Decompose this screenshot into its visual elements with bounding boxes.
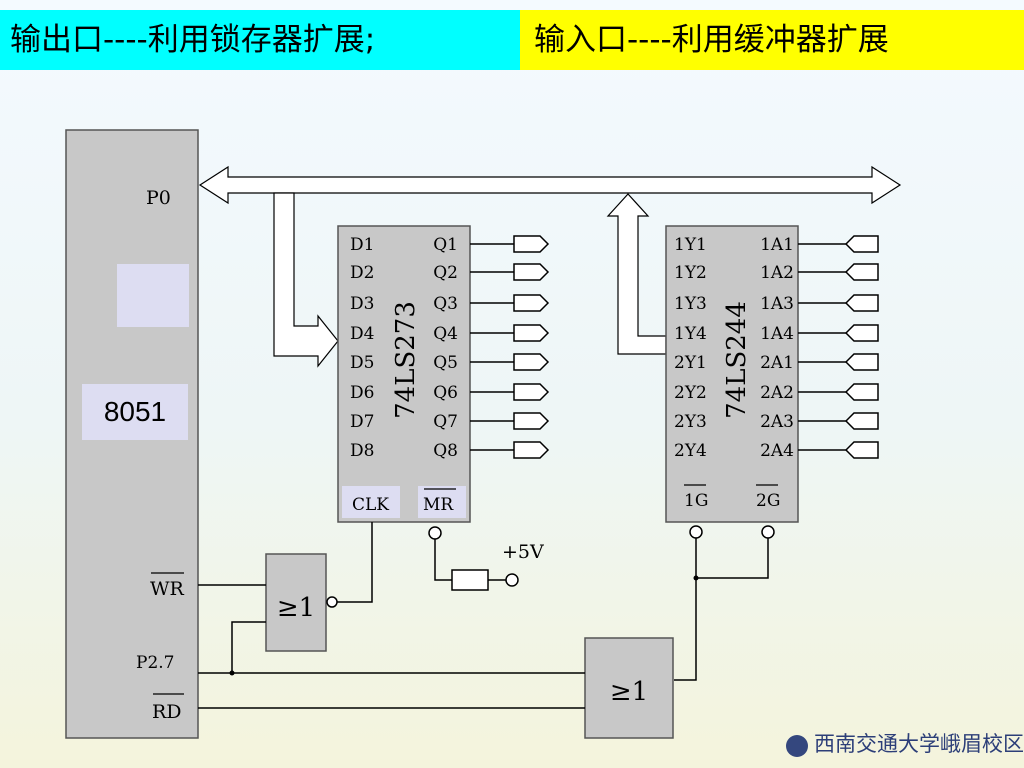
buffer-chip-name: 74LS244 xyxy=(722,301,752,419)
buffer-input-connector xyxy=(844,441,879,459)
footer: 西南交通大学峨眉校区 xyxy=(786,728,1024,758)
buffer-input-connector xyxy=(844,263,879,281)
buffer-input-connector xyxy=(844,235,879,253)
buffer-input-connector xyxy=(844,294,879,312)
cpu-inner-block xyxy=(117,264,189,327)
buffer-input-connector xyxy=(844,324,879,342)
pin-wr: WR xyxy=(150,578,185,600)
or-gate-2-label: ≥1 xyxy=(610,677,648,707)
buffer-pin-2y2: 2Y2 xyxy=(674,383,707,403)
university-emblem-icon xyxy=(786,734,808,757)
or-gate-2 xyxy=(584,637,674,739)
buffer-pin-2y4: 2Y4 xyxy=(674,441,707,461)
buffer-g1: 1G xyxy=(684,491,708,511)
latch-output-connector xyxy=(513,263,550,281)
buffer-pin-2y3: 2Y3 xyxy=(674,412,707,432)
pin-p27: P2.7 xyxy=(136,653,174,673)
latch-pin-q6: Q6 xyxy=(433,383,458,403)
latch-output-connector xyxy=(513,441,550,459)
latch-pin-d6: D6 xyxy=(350,383,374,403)
pin-rd: RD xyxy=(152,701,182,723)
buffer-pin-2a1: 2A1 xyxy=(760,353,794,373)
clk-pin-box xyxy=(342,486,400,518)
latch-pin-q5: Q5 xyxy=(433,353,458,373)
latch-chip-name: 74LS273 xyxy=(391,301,421,419)
latch-output-connector xyxy=(513,412,550,430)
buffer-pin-1y3: 1Y3 xyxy=(674,294,707,314)
buffer-input-connector xyxy=(844,353,879,371)
latch-pin-d7: D7 xyxy=(350,412,374,432)
buffer-input-connector xyxy=(844,412,879,430)
or-gate-1 xyxy=(265,553,327,652)
latch-chip-body xyxy=(337,225,471,523)
buffer-pin-2y1: 2Y1 xyxy=(674,353,707,373)
data-bus-arrow xyxy=(198,165,902,205)
latch-pin-q4: Q4 xyxy=(433,324,458,344)
pullup-resistor xyxy=(451,569,489,591)
latch-pin-d5: D5 xyxy=(350,353,374,373)
cpu-name: 8051 xyxy=(82,384,188,440)
buffer-pin-1y4: 1Y4 xyxy=(674,324,707,344)
latch-pin-q2: Q2 xyxy=(433,263,458,283)
title-input: 输入口----利用缓冲器扩展 xyxy=(520,10,1024,70)
buffer-pin-1y1: 1Y1 xyxy=(674,235,707,255)
latch-mr: MR xyxy=(423,495,454,515)
buffer-pin-2a3: 2A3 xyxy=(760,412,794,432)
latch-pin-q8: Q8 xyxy=(433,441,458,461)
buffer-chip-body xyxy=(665,225,799,523)
latch-pin-d3: D3 xyxy=(350,294,374,314)
buffer-pin-1a3: 1A3 xyxy=(760,294,794,314)
latch-pin-q7: Q7 xyxy=(433,412,458,432)
buffer-pin-1a2: 1A2 xyxy=(760,263,794,283)
bus-branch-from-buffer xyxy=(606,193,667,355)
latch-output-connector xyxy=(513,324,550,342)
latch-output-connector xyxy=(513,383,550,401)
buffer-pin-2a2: 2A2 xyxy=(760,383,794,403)
pin-p0: P0 xyxy=(146,187,171,209)
latch-output-connector xyxy=(513,294,550,312)
buffer-pin-2a4: 2A4 xyxy=(760,441,794,461)
buffer-input-connector xyxy=(844,383,879,401)
buffer-g2: 2G xyxy=(756,491,780,511)
buffer-pin-1a4: 1A4 xyxy=(760,324,794,344)
latch-pin-d2: D2 xyxy=(350,263,374,283)
title-output: 输出口----利用锁存器扩展; xyxy=(0,10,520,70)
or-gate-1-label: ≥1 xyxy=(277,593,315,623)
latch-clk: CLK xyxy=(352,495,389,515)
mr-pin-box xyxy=(418,486,466,518)
latch-pin-d4: D4 xyxy=(350,324,374,344)
latch-pin-d8: D8 xyxy=(350,441,374,461)
buffer-pin-1y2: 1Y2 xyxy=(674,263,707,283)
buffer-pin-1a1: 1A1 xyxy=(760,235,794,255)
latch-output-connector xyxy=(513,235,550,253)
latch-output-connector xyxy=(513,353,550,371)
footer-text: 西南交通大学峨眉校区 xyxy=(814,732,1024,756)
power-label: +5V xyxy=(502,541,544,563)
latch-pin-q1: Q1 xyxy=(433,235,458,255)
bus-branch-to-latch xyxy=(273,192,339,368)
latch-pin-d1: D1 xyxy=(350,235,374,255)
latch-pin-q3: Q3 xyxy=(433,294,458,314)
